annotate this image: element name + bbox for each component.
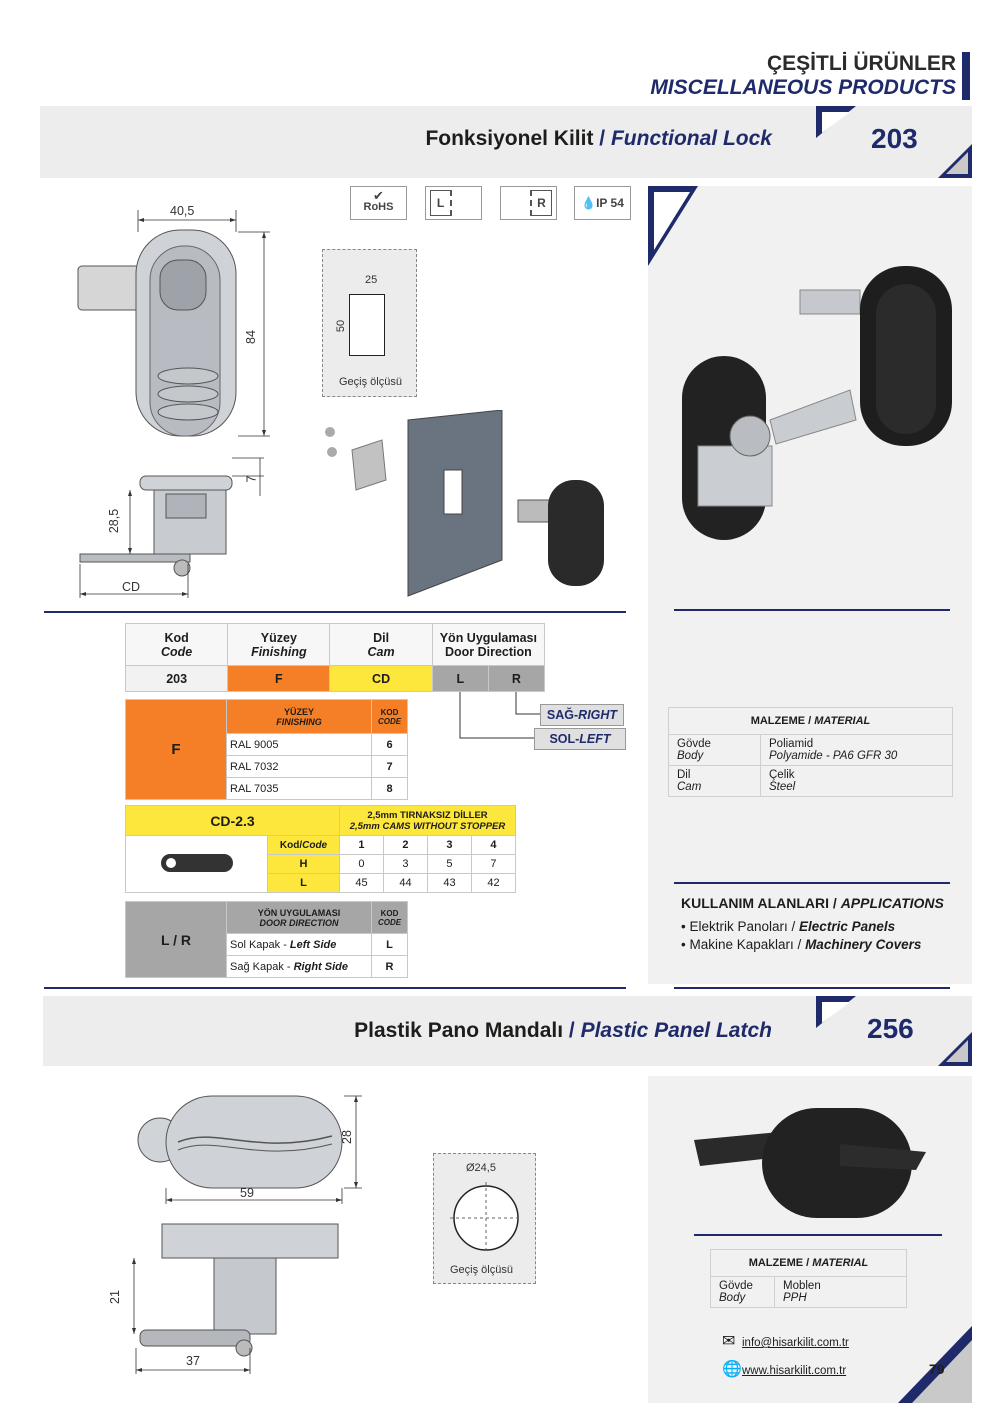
product-photo-203 — [682, 266, 952, 540]
product-photo-256 — [694, 1108, 926, 1218]
ip54-badge: 💧IP 54 — [574, 186, 631, 220]
dim-h7: 7 — [244, 475, 259, 483]
divider — [674, 609, 950, 611]
cutout-box: 25 50 Geçiş ölçüsü — [322, 249, 417, 397]
corner-triangle-icon — [938, 1032, 972, 1066]
direction-connector-lines — [459, 692, 541, 739]
rohs-badge: ✔ RoHS — [350, 186, 407, 220]
exploded-view-image — [325, 410, 604, 597]
cell-r: R — [487, 665, 546, 692]
section-title-en: MISCELLANEOUS PRODUCTS — [650, 76, 956, 99]
globe-icon: 🌐 — [722, 1361, 742, 1378]
cell-l: L — [431, 665, 489, 692]
dim-w37: 37 — [186, 1354, 200, 1368]
technical-drawing-256 — [132, 1095, 362, 1374]
corner-triangle-icon — [938, 144, 972, 178]
corner-triangle-icon — [648, 186, 698, 266]
corner-triangle-icon — [816, 996, 856, 1028]
dim-height: 84 — [243, 330, 258, 344]
corner-triangle-icon — [898, 1326, 972, 1403]
web-link[interactable]: www.hisarkilit.com.tr — [742, 1365, 847, 1377]
cell-cd: CD — [329, 665, 433, 692]
divider — [44, 611, 626, 613]
right-door-badge: R — [500, 186, 557, 220]
email-row[interactable]: ✉ info@hisarkilit.com.tr — [722, 1334, 849, 1351]
section-title-tr: ÇEŞİTLİ ÜRÜNLER — [767, 52, 956, 75]
product-title: Plastik Pano Mandalı / Plastic Panel Lat… — [354, 1019, 772, 1042]
application-item: • Makine Kapakları / Machinery Covers — [681, 937, 922, 952]
product-number: 256 — [867, 1013, 914, 1044]
applications: KULLANIM ALANLARI / APPLICATIONS • Elekt… — [681, 894, 961, 954]
cutout-box: Ø24,5 Geçiş ölçüsü — [433, 1153, 536, 1284]
divider — [674, 987, 950, 989]
cutout-rect — [349, 294, 385, 356]
dim-width: 40,5 — [170, 204, 195, 218]
left-label: SOL-LEFT — [534, 728, 626, 750]
envelope-icon: ✉ — [722, 1333, 736, 1350]
web-row[interactable]: 🌐www.hisarkilit.com.tr — [722, 1362, 846, 1379]
cutout-circle — [450, 1182, 522, 1254]
water-drop-icon: 💧 — [581, 196, 597, 210]
dim-h28: 28 — [339, 1130, 354, 1144]
corner-triangle-icon — [816, 106, 856, 138]
divider — [44, 987, 626, 989]
email-link[interactable]: info@hisarkilit.com.tr — [742, 1337, 849, 1349]
dim-w59: 59 — [240, 1186, 254, 1200]
dim-h21: 21 — [107, 1290, 122, 1304]
product-number: 203 — [871, 123, 918, 154]
divider — [694, 1234, 942, 1236]
technical-drawing-203 — [77, 210, 270, 598]
cam-image — [125, 835, 268, 893]
cell-code: 203 — [124, 665, 229, 692]
application-item: • Elektrik Panoları / Electric Panels — [681, 919, 896, 934]
cell-f: F — [227, 665, 331, 692]
left-door-badge: L — [425, 186, 482, 220]
product-title: Fonksiyonel Kilit / Functional Lock — [425, 127, 772, 150]
section-header: ÇEŞİTLİ ÜRÜNLER MISCELLANEOUS PRODUCTS — [650, 52, 956, 100]
header-accent-bar — [962, 52, 970, 100]
right-label: SAĞ-RIGHT — [540, 704, 624, 726]
dim-cd: CD — [122, 580, 141, 594]
divider — [674, 882, 950, 884]
cam-plate-icon — [160, 853, 233, 872]
page-number: 79 — [929, 1361, 945, 1377]
dim-h28: 28,5 — [107, 508, 122, 534]
